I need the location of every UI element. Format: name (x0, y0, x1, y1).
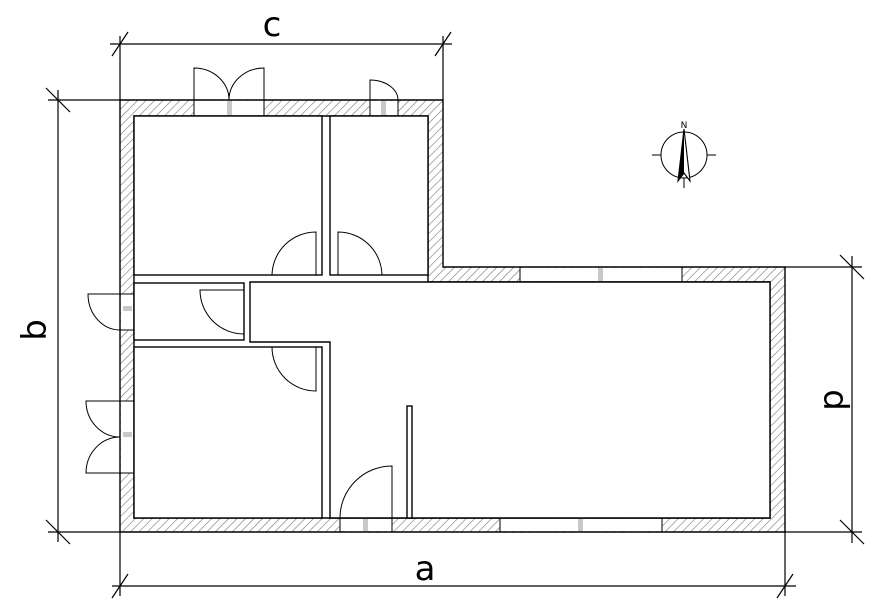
room-main-hall (249, 281, 771, 519)
dimension-lines (45, 31, 865, 599)
rooms (133, 115, 771, 519)
door-swings (85, 67, 399, 519)
room-bottom-left (133, 346, 323, 519)
room-top-left (133, 115, 323, 276)
room-top-right (329, 115, 429, 276)
dimension-label-a: a (415, 549, 436, 589)
north-arrow-icon: N (652, 121, 716, 188)
dimension-label-d: d (815, 389, 855, 411)
dimension-label-c: c (263, 5, 282, 45)
wall-openings (120, 100, 683, 532)
partition-stub (406, 405, 413, 519)
compass-north-label: N (681, 121, 688, 131)
dimension-label-b: b (15, 319, 55, 341)
